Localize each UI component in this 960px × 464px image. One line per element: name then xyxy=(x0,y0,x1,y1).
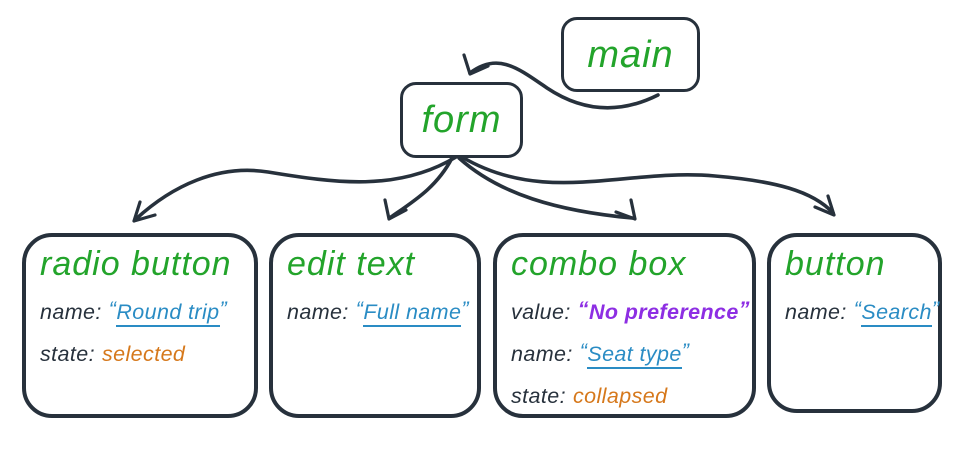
node-combo-box: combo box value:“No preference” name:“Se… xyxy=(493,233,756,418)
arrowhead-combo-box xyxy=(614,198,637,221)
close-quote: ” xyxy=(738,296,750,321)
node-edit-text: edit text name:“Full name” xyxy=(269,233,481,418)
arrowhead-form xyxy=(462,53,490,76)
open-quote: “ xyxy=(108,296,117,321)
node-button: button name:“Search” xyxy=(767,233,942,413)
prop-row-state: state: collapsed xyxy=(511,384,738,409)
arrowhead-edit-text xyxy=(383,198,408,221)
close-quote: ” xyxy=(681,338,690,363)
edge-form-button xyxy=(460,155,835,215)
prop-key: name: xyxy=(785,299,847,324)
prop-row-name: name:“Full name” xyxy=(287,296,469,327)
prop-row-name: name:“Round trip” xyxy=(40,296,240,327)
edge-form-combo-box xyxy=(457,156,634,220)
node-main: main xyxy=(561,17,700,92)
prop-key: state: xyxy=(511,383,566,408)
node-edit-text-label: edit text xyxy=(287,245,416,283)
node-button-label: button xyxy=(785,245,886,283)
open-quote: “ xyxy=(579,338,588,363)
close-quote: ” xyxy=(219,296,228,321)
prop-value-state: collapsed xyxy=(573,383,668,408)
prop-key: state: xyxy=(40,341,95,366)
node-main-label: main xyxy=(587,33,674,76)
edge-form-radio-button xyxy=(134,155,458,221)
prop-row-name: name:“Seat type” xyxy=(511,338,738,369)
prop-key: name: xyxy=(287,299,349,324)
prop-value-value: No preference xyxy=(588,299,739,324)
prop-row-state: state: selected xyxy=(40,342,240,367)
prop-value-name: Full name xyxy=(363,299,462,327)
edge-form-edit-text xyxy=(389,156,454,219)
prop-value-name: Round trip xyxy=(116,299,220,327)
prop-row-value: value:“No preference” xyxy=(511,296,749,325)
close-quote: ” xyxy=(931,296,940,321)
prop-key: name: xyxy=(511,341,573,366)
prop-key: name: xyxy=(40,299,102,324)
edge-main-form xyxy=(468,61,660,110)
prop-row-name: name:“Search” xyxy=(785,296,939,327)
arrowhead-button xyxy=(813,194,836,217)
node-combo-box-label: combo box xyxy=(511,245,687,283)
open-quote: “ xyxy=(853,296,862,321)
prop-value-name: Search xyxy=(861,299,932,327)
open-quote: “ xyxy=(577,296,589,321)
close-quote: ” xyxy=(461,296,469,321)
arrowhead-radio-button xyxy=(132,200,157,223)
node-form: form xyxy=(400,82,523,158)
node-radio-button-label: radio button xyxy=(40,245,232,283)
prop-key: value: xyxy=(511,299,571,324)
node-form-label: form xyxy=(421,99,502,141)
prop-value-name: Seat type xyxy=(587,341,682,369)
node-radio-button: radio button name:“Round trip” state: sel… xyxy=(22,233,258,418)
prop-value-state: selected xyxy=(102,341,186,366)
open-quote: “ xyxy=(355,296,364,321)
